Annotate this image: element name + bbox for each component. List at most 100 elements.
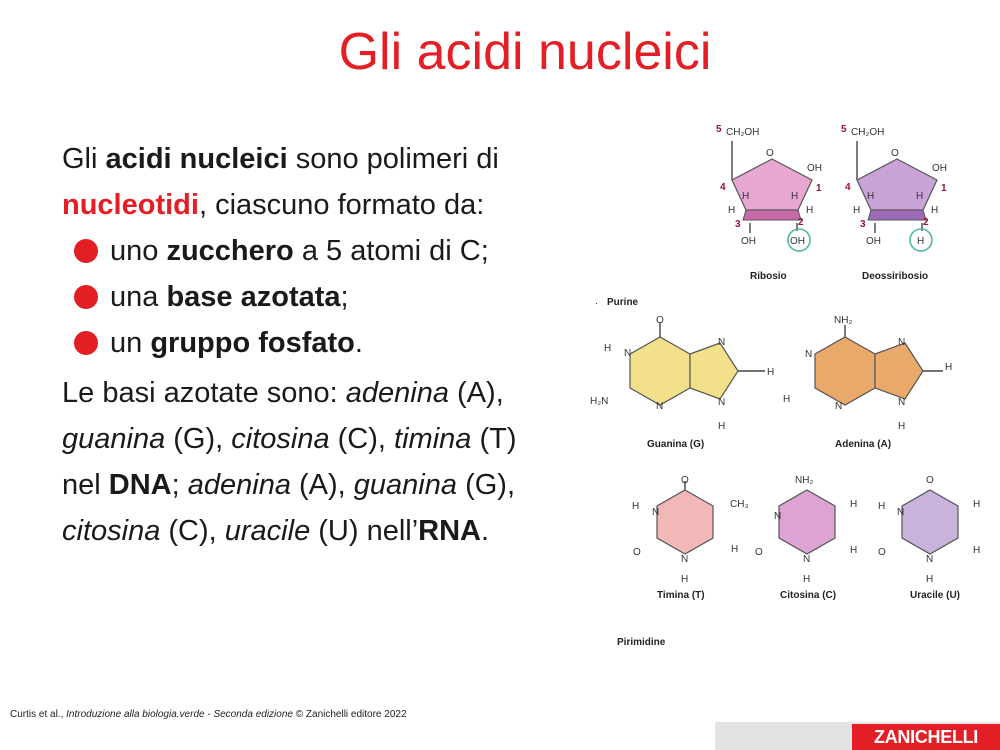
bases-italic: guanina	[62, 423, 166, 455]
bases-italic: guanina	[353, 469, 458, 501]
atom-label: H	[945, 362, 952, 373]
atom-label: H	[898, 421, 905, 432]
bullet-dot-icon	[74, 239, 98, 263]
bases-text: (U) nell’	[310, 515, 419, 547]
ribose-caption: Ribosio	[750, 271, 787, 282]
purine-heading: Purine	[607, 297, 639, 308]
atom-label: H	[783, 394, 790, 405]
bases-bold: DNA	[108, 469, 172, 501]
carbon-number: 4	[845, 182, 851, 193]
atom-label: N	[898, 397, 905, 408]
bases-text: Le basi azotate sono:	[62, 377, 346, 409]
bases-text: (T)	[471, 423, 517, 455]
atom-label: O	[926, 475, 934, 486]
uracil-caption: Uracile (U)	[910, 590, 960, 601]
footer-copyright: © Zanichelli editore 2022	[292, 709, 407, 720]
carbon-number: 2	[923, 217, 929, 228]
slide-body: Gli acidi nucleici sono polimeri di nucl…	[62, 136, 516, 554]
atom-label: N	[774, 511, 781, 522]
intro-text: , ciascuno formato da:	[198, 189, 485, 221]
atom-label: CH₃	[730, 499, 749, 510]
thymine-caption: Timina (T)	[657, 590, 705, 601]
pyrimidine-heading: Pirimidine	[617, 637, 666, 648]
bases-text: (G),	[457, 469, 516, 501]
bases-line: nel DNA; adenina (A), guanina (G),	[62, 462, 516, 508]
carbon-number: 2	[798, 217, 804, 228]
atom-label: H	[917, 236, 924, 247]
carbon-number: 4	[720, 182, 726, 193]
publisher-logo: ZANICHELLI	[852, 724, 1000, 750]
slide-title: Gli acidi nucleici	[338, 23, 712, 81]
atom-label: H	[916, 191, 923, 202]
purine-label-dot: .	[595, 296, 598, 307]
carbon-number: 1	[816, 183, 822, 194]
atom-label: H	[731, 544, 738, 555]
atom-label: N	[624, 348, 631, 359]
citation-footer: Curtis et al., Introduzione alla biologi…	[10, 709, 407, 720]
atom-label: H₂N	[590, 396, 608, 407]
bases-italic: adenina	[187, 469, 291, 501]
bases-text: ;	[171, 469, 188, 501]
atom-label: OH	[932, 163, 947, 174]
bullet-text: un	[110, 327, 151, 359]
bullet-text: uno	[110, 235, 167, 267]
atom-label: H	[742, 191, 749, 202]
atom-label: H	[878, 501, 885, 512]
atom-label: N	[803, 554, 810, 565]
cytosine-structure: NH₂ N O N H H H Citosina (C)	[755, 475, 857, 601]
ribose-structure: 5 CH₂OH O 4 1 3 2 OH H H H H OH OH Ribos…	[716, 124, 822, 282]
atom-label: H	[853, 205, 860, 216]
bases-text: (C),	[329, 423, 395, 455]
uracil-structure: O N H O N H H H Uracile (U)	[878, 475, 980, 601]
list-item: una base azotata;	[62, 274, 516, 320]
atom-label: H	[681, 574, 688, 585]
bullet-text: ;	[340, 281, 349, 313]
atom-label: N	[805, 349, 812, 360]
bases-italic: citosina	[231, 423, 330, 455]
intro-line: Gli acidi nucleici sono polimeri di	[62, 136, 516, 182]
bases-text: (G),	[165, 423, 232, 455]
atom-label: CH₂OH	[726, 127, 759, 138]
bases-bold: RNA	[418, 515, 482, 547]
atom-label: H	[850, 499, 857, 510]
adenine-caption: Adenina (A)	[835, 439, 891, 450]
atom-label: O	[878, 547, 886, 558]
atom-label: H	[632, 501, 639, 512]
atom-label: N	[926, 554, 933, 565]
atom-label: H	[728, 205, 735, 216]
bullet-text: a 5 atomi di C;	[293, 235, 489, 267]
atom-label: H	[867, 191, 874, 202]
component-list: uno zucchero a 5 atomi di C; una base az…	[62, 228, 516, 366]
footer-authors: Curtis et al.,	[10, 709, 67, 720]
atom-label: H	[604, 343, 611, 354]
atom-label: H	[973, 499, 980, 510]
atom-label: H	[931, 205, 938, 216]
atom-label: H	[791, 191, 798, 202]
bases-text: nel	[62, 469, 109, 501]
bullet-text: .	[354, 327, 363, 359]
atom-label: H	[806, 205, 813, 216]
intro-text: sono polimeri di	[287, 143, 499, 175]
bases-italic: citosina	[62, 515, 161, 547]
atom-label: H	[767, 367, 774, 378]
atom-label: N	[656, 401, 663, 412]
carbon-number: 5	[716, 124, 722, 135]
intro-highlight: nucleotidi	[62, 189, 199, 221]
bullet-text: una	[110, 281, 167, 313]
atom-label: O	[891, 148, 899, 159]
bullet-dot-icon	[74, 331, 98, 355]
cytosine-caption: Citosina (C)	[780, 590, 836, 601]
footer-book: Introduzione alla biologia.verde - Secon…	[66, 709, 293, 720]
atom-label: OH	[790, 236, 805, 247]
atom-label: NH₂	[795, 475, 813, 486]
bullet-dot-icon	[74, 285, 98, 309]
atom-label: OH	[866, 236, 881, 247]
atom-label: N	[897, 507, 904, 518]
list-item: uno zucchero a 5 atomi di C;	[62, 228, 516, 274]
bullet-bold: zucchero	[166, 235, 294, 267]
atom-label: N	[718, 337, 725, 348]
bases-text: (A),	[448, 377, 504, 409]
adenine-structure: NH₂ N H N N N H H Adenina (A)	[783, 315, 952, 450]
bases-text: .	[481, 515, 490, 547]
guanine-caption: Guanina (G)	[647, 439, 704, 450]
